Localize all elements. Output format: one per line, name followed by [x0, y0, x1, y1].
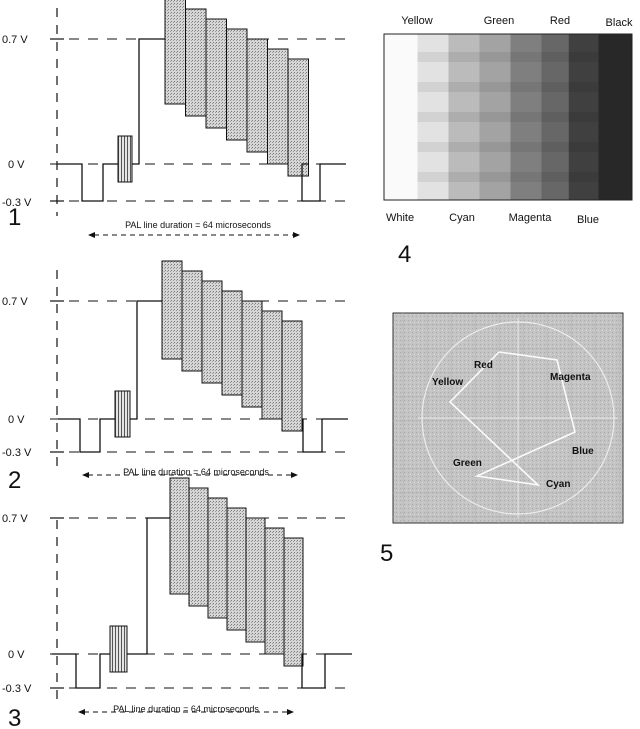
vector-label-magenta: Magenta: [550, 372, 591, 383]
bar-label-magenta: Magenta: [509, 212, 553, 224]
arrowhead-left: [82, 472, 89, 478]
luminance-steps: [117, 0, 309, 183]
vectorscope-display: Red Yellow Magenta Blue Green Cyan 5: [380, 312, 624, 567]
luminance-step: [185, 8, 207, 117]
bar-label-green: Green: [484, 15, 515, 27]
bar-label-yellow: Yellow: [401, 15, 432, 27]
figure-number-5: 5: [380, 540, 393, 567]
vectorscope-trace: [448, 351, 576, 487]
color-bar: [510, 34, 542, 200]
color-bar: [541, 34, 570, 200]
voltage-label-zero: 0 V: [8, 649, 25, 661]
line-duration-caption: PAL line duration = 64 microseconds: [123, 467, 269, 477]
figure-number-2: 2: [8, 467, 21, 494]
color-bar-band: [417, 142, 599, 152]
color-bar-band: [417, 82, 599, 92]
color-bar-band: [417, 52, 599, 62]
colour-burst: [117, 135, 133, 183]
line-duration-caption: PAL line duration = 64 microseconds: [125, 220, 271, 230]
luminance-step: [207, 497, 228, 619]
luminance-step: [245, 517, 266, 643]
color-bar-frame: [383, 33, 633, 201]
luminance-step: [226, 28, 248, 141]
vector-label-yellow: Yellow: [432, 377, 463, 388]
vector-label-cyan: Cyan: [546, 479, 570, 490]
bar-label-cyan: Cyan: [449, 212, 475, 224]
color-bar: [384, 34, 418, 200]
luminance-steps: [114, 260, 303, 438]
color-bar: [417, 34, 449, 200]
luminance-step: [188, 487, 209, 607]
color-bar: [479, 34, 511, 200]
color-bar-strips: [384, 34, 633, 200]
duration-arrow: [82, 472, 298, 478]
voltage-label-zero: 0 V: [8, 414, 25, 426]
voltage-label-sync: -0.3 V: [2, 447, 32, 459]
bar-label-black: Black: [606, 17, 633, 29]
luminance-step: [283, 537, 304, 667]
duration-arrow: [88, 232, 300, 238]
luminance-steps: [109, 477, 304, 673]
voltage-label-sync: -0.3 V: [2, 197, 32, 209]
arrowhead-left: [78, 709, 85, 715]
signal-trace: [58, 38, 346, 202]
voltage-label-sync: -0.3 V: [2, 683, 32, 695]
waveform-diagram-3: 0.7 V 0 V -0.3 V PAL line duration = 64 …: [2, 477, 352, 729]
vector-label-blue: Blue: [572, 446, 594, 457]
line-duration-caption: PAL line duration = 64 microseconds: [113, 704, 259, 714]
luminance-step: [261, 310, 283, 420]
figure-number-4: 4: [398, 241, 411, 268]
bar-label-blue: Blue: [577, 214, 599, 226]
color-bar-band: [417, 112, 599, 122]
voltage-label-high: 0.7 V: [2, 513, 28, 525]
bar-label-red: Red: [550, 15, 570, 27]
color-bar: [598, 34, 633, 200]
color-bar-band: [417, 172, 599, 182]
vector-label-green: Green: [453, 458, 482, 469]
color-bar-test-pattern: Yellow Green Red Black White Cyan Magent…: [383, 15, 633, 268]
luminance-step: [221, 290, 243, 396]
figure-number-3: 3: [8, 705, 21, 729]
luminance-step: [181, 270, 203, 372]
duration-arrow: [78, 709, 294, 715]
signal-trace: [52, 517, 352, 689]
colour-burst: [114, 390, 131, 438]
color-bar: [568, 34, 600, 200]
arrowhead-right: [293, 232, 300, 238]
luminance-step: [281, 320, 303, 432]
voltage-label-high: 0.7 V: [2, 34, 28, 46]
luminance-step: [161, 260, 183, 360]
luminance-step: [205, 18, 227, 129]
luminance-step: [201, 280, 223, 384]
vector-label-red: Red: [474, 360, 493, 371]
voltage-label-high: 0.7 V: [2, 296, 28, 308]
waveform-diagram-1: 0.7 V 0 V -0.3 V PAL line duration = 64 …: [2, 0, 350, 238]
voltage-label-zero: 0 V: [8, 159, 25, 171]
arrowhead-right: [291, 472, 298, 478]
luminance-step: [267, 48, 289, 165]
bar-label-white: White: [386, 212, 414, 224]
figure-number-1: 1: [8, 204, 21, 231]
arrowhead-left: [88, 232, 95, 238]
arrowhead-right: [287, 709, 294, 715]
luminance-step: [287, 58, 309, 177]
colour-burst: [109, 625, 128, 673]
vectorscope-graticule: [393, 313, 623, 523]
luminance-step: [169, 477, 190, 595]
luminance-step: [264, 527, 285, 655]
luminance-step: [226, 507, 247, 631]
luminance-step: [241, 300, 263, 408]
vectorscope-circle: [421, 321, 615, 515]
waveform-diagram-2: 0.7 V 0 V -0.3 V PAL line duration = 64 …: [2, 260, 350, 494]
luminance-step: [246, 38, 268, 153]
color-bar: [448, 34, 480, 200]
signal-trace: [58, 300, 348, 453]
luminance-step: [164, 0, 186, 105]
